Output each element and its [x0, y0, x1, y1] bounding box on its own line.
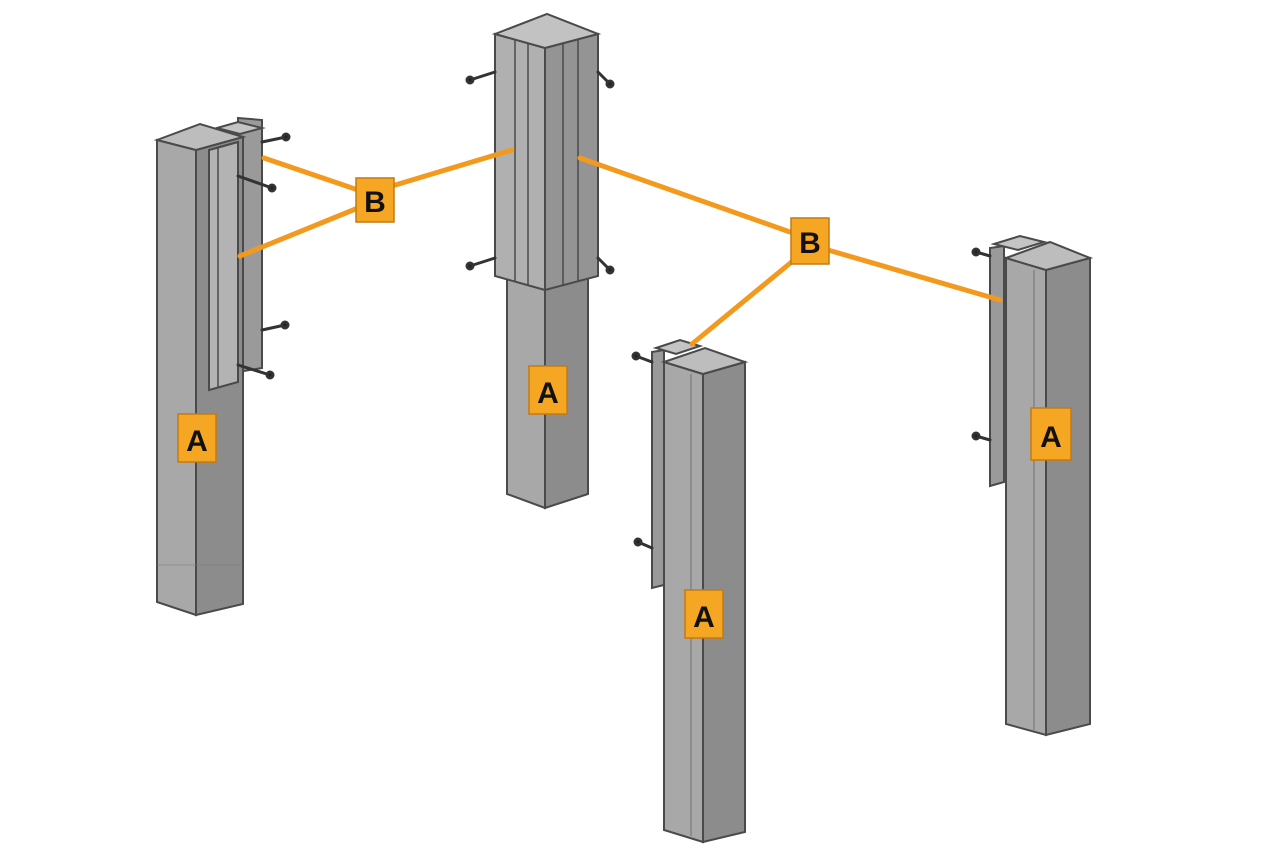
leader-b2-to-post-center	[577, 155, 793, 235]
nails-center	[465, 70, 615, 275]
post-center	[465, 12, 615, 510]
post-right	[971, 234, 1094, 737]
bracket-channel-center-front	[494, 32, 546, 292]
nails-front-middle	[631, 351, 654, 550]
label-b-1: B	[355, 177, 395, 223]
label-a-3: A	[684, 589, 724, 639]
label-a-4-text: A	[1040, 421, 1062, 454]
post-left	[153, 116, 291, 617]
bracket-plate-right	[989, 244, 1005, 488]
label-a-3-text: A	[693, 601, 715, 634]
post-right-side	[1045, 256, 1091, 737]
post-left-front	[156, 138, 197, 617]
label-b-1-text: B	[364, 186, 386, 219]
label-b-2-text: B	[799, 227, 821, 260]
post-right-top	[1002, 240, 1094, 272]
label-a-1-text: A	[186, 425, 208, 458]
label-b-2: B	[790, 217, 830, 265]
leader-b1-to-post-left-mid	[237, 205, 361, 259]
post-front-middle-top	[660, 346, 749, 376]
nails-left	[236, 132, 291, 380]
post-front-middle	[631, 338, 749, 844]
leader-lines	[237, 147, 1003, 347]
bracket-plate-front-middle	[651, 348, 665, 590]
bracket-channel-left	[208, 140, 239, 392]
bracket-channel-center-top	[491, 12, 602, 50]
leader-b2-to-post-right	[825, 247, 1003, 303]
label-a-2: A	[528, 365, 568, 415]
leader-b1-to-post-left-top	[261, 155, 361, 193]
post-left-top	[153, 122, 247, 152]
label-a-2-text: A	[537, 377, 559, 410]
leader-b2-to-post-front-middle	[689, 257, 797, 347]
post-right-front	[1005, 256, 1047, 737]
label-a-1: A	[177, 413, 217, 463]
nails-right	[971, 247, 992, 442]
leader-b1-to-post-center	[389, 147, 515, 189]
label-a-4: A	[1030, 407, 1072, 461]
